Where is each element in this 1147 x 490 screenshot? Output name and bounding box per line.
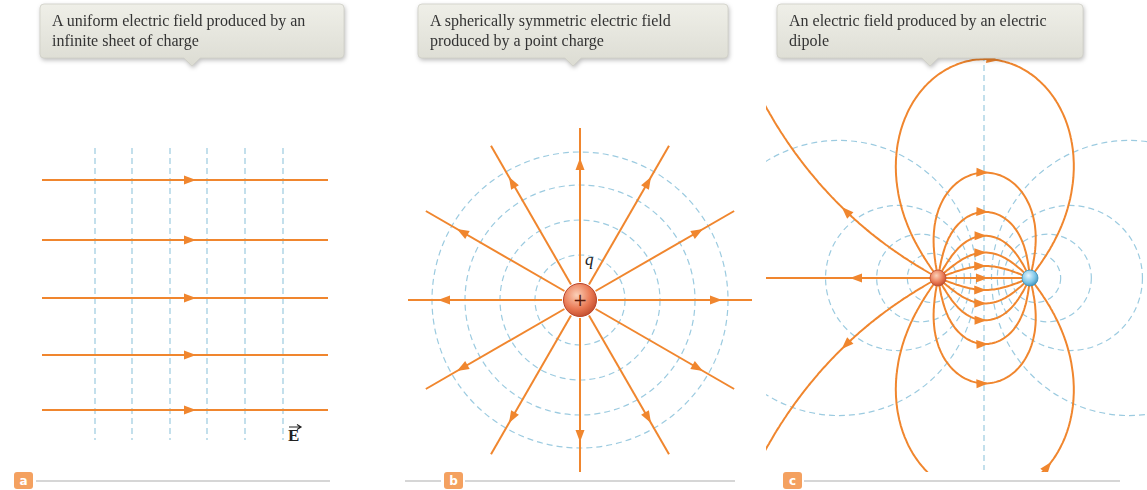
panel-letter: b xyxy=(444,472,463,489)
arrowhead xyxy=(509,177,519,190)
arrowhead xyxy=(976,274,988,283)
field-line xyxy=(766,282,931,472)
equipotential-line xyxy=(282,148,283,440)
charge-label: q xyxy=(585,250,594,270)
arrowhead xyxy=(184,176,196,185)
field-line xyxy=(939,285,1029,345)
callout-text: An electric field produced by an electri… xyxy=(789,11,1071,50)
field-line xyxy=(946,266,1023,275)
arrowhead xyxy=(842,337,854,349)
equipotential-circle xyxy=(766,140,977,415)
callout-text: A spherically symmetric electric field p… xyxy=(430,11,716,50)
field-line xyxy=(944,253,1024,273)
panel-letter-text: c xyxy=(783,474,802,488)
arrowhead xyxy=(576,430,585,442)
field-line xyxy=(491,316,571,455)
field-line xyxy=(946,281,1023,290)
field-line xyxy=(598,299,752,301)
field-line xyxy=(426,309,565,389)
equipotential-line xyxy=(206,148,207,440)
point-charge-field xyxy=(408,128,752,472)
arrowhead xyxy=(457,361,470,371)
panel-letter: a xyxy=(14,472,33,489)
field-line xyxy=(579,318,581,472)
panel-letter: c xyxy=(783,472,802,489)
point-charge: + xyxy=(563,283,597,317)
arrowhead xyxy=(842,207,854,219)
dipole-field xyxy=(766,52,1147,472)
field-line xyxy=(934,285,1036,384)
arrowhead xyxy=(184,236,196,245)
uniform-field xyxy=(42,148,328,440)
field-line xyxy=(589,316,669,455)
arrowhead xyxy=(976,340,988,349)
arrowhead xyxy=(457,229,470,239)
field-line xyxy=(934,173,1036,272)
arrowhead xyxy=(974,248,986,257)
field-line xyxy=(596,309,735,389)
arrowhead xyxy=(976,379,988,388)
field-line xyxy=(942,236,1027,271)
arrowhead xyxy=(974,299,986,308)
panel-letter-text: a xyxy=(14,474,33,488)
arrowhead xyxy=(690,229,703,239)
arrowhead xyxy=(976,207,988,216)
arrowhead xyxy=(710,296,722,305)
dipole-charges xyxy=(930,270,1038,286)
field-line xyxy=(491,146,571,285)
equipotential-line xyxy=(244,148,245,440)
charge-sign: + xyxy=(563,290,597,310)
arrowhead xyxy=(974,262,986,271)
equipotential-line xyxy=(983,55,984,470)
field-line xyxy=(766,52,931,274)
arrowhead xyxy=(976,168,988,177)
field-line xyxy=(896,59,1074,272)
field-line xyxy=(942,285,1027,320)
panel-rule xyxy=(36,480,1120,482)
field-line xyxy=(766,277,930,279)
field-symbol: E xyxy=(288,426,299,446)
field-line xyxy=(426,211,565,291)
field-line xyxy=(579,128,581,282)
field-line xyxy=(896,284,1074,472)
panel-letter-text: b xyxy=(444,474,463,488)
arrowhead xyxy=(690,361,703,371)
arrowhead xyxy=(975,231,987,240)
equipotential-line xyxy=(94,148,95,440)
field-line xyxy=(939,212,1029,272)
callout-box: An electric field produced by an electri… xyxy=(777,4,1083,58)
arrowhead xyxy=(850,274,862,283)
arrowhead xyxy=(576,158,585,170)
equipotential-line xyxy=(131,148,132,440)
callout-box: A spherically symmetric electric field p… xyxy=(418,4,728,58)
field-line xyxy=(589,146,669,285)
arrowhead xyxy=(975,316,987,325)
arrowhead xyxy=(974,285,986,294)
callout-box: A uniform electric field produced by an … xyxy=(40,4,344,58)
field-line xyxy=(408,299,562,301)
field-line xyxy=(596,211,735,291)
arrowhead xyxy=(509,410,519,423)
field-line xyxy=(944,283,1024,303)
arrowhead xyxy=(641,177,651,190)
arrowhead xyxy=(184,406,196,415)
callout-text: A uniform electric field produced by an … xyxy=(52,11,332,50)
arrowhead xyxy=(184,294,196,303)
equipotential-line xyxy=(169,148,170,440)
arrowhead xyxy=(438,296,450,305)
arrowhead xyxy=(1040,462,1051,472)
arrowhead xyxy=(641,410,651,423)
arrowhead xyxy=(184,351,196,360)
